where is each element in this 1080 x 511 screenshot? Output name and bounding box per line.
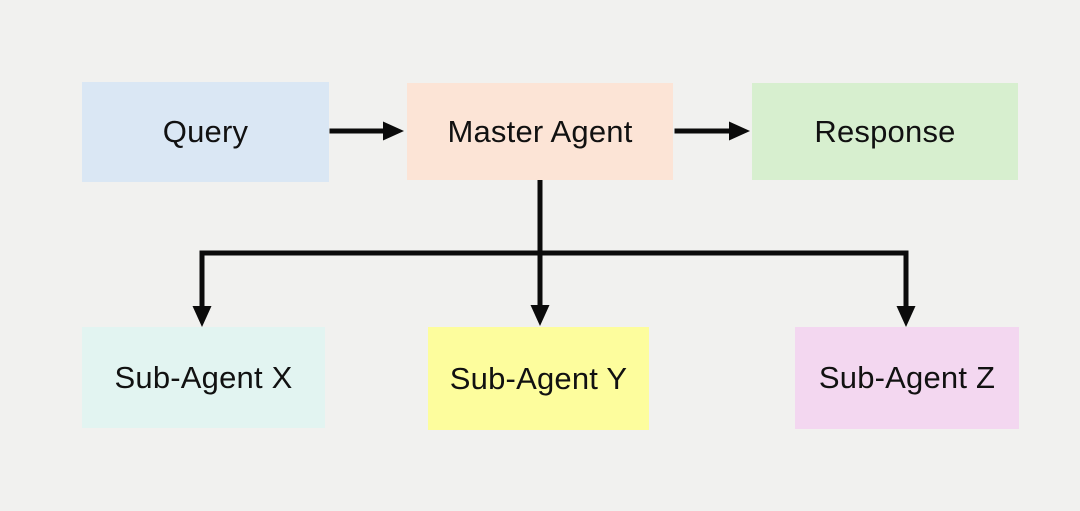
edge-query-to-master-agent — [329, 121, 404, 141]
node-sub-agent-z: Sub-Agent Z — [795, 327, 1019, 429]
arrowhead-right-icon — [729, 121, 750, 141]
arrowhead-right-icon — [383, 121, 404, 141]
node-sub-agent-x-label: Sub-Agent X — [114, 359, 293, 395]
node-sub-agent-x: Sub-Agent X — [82, 327, 325, 428]
edge-master-agent-to-response — [674, 121, 750, 141]
node-response-label: Response — [814, 113, 956, 149]
node-sub-agent-z-label: Sub-Agent Z — [818, 360, 996, 395]
node-master-agent: Master Agent — [407, 83, 673, 180]
node-query: Query — [82, 82, 329, 182]
node-sub-agent-y-label: Sub-Agent Y — [449, 360, 628, 396]
node-query-label: Query — [162, 114, 249, 149]
arrowhead-down-icon — [896, 306, 916, 327]
edge-master-agent-branch — [192, 178, 916, 327]
node-sub-agent-y: Sub-Agent Y — [428, 327, 649, 430]
node-master-agent-label: Master Agent — [447, 113, 633, 149]
arrowhead-down-icon — [530, 305, 550, 326]
arrowhead-down-icon — [192, 306, 212, 327]
node-response: Response — [752, 83, 1018, 180]
